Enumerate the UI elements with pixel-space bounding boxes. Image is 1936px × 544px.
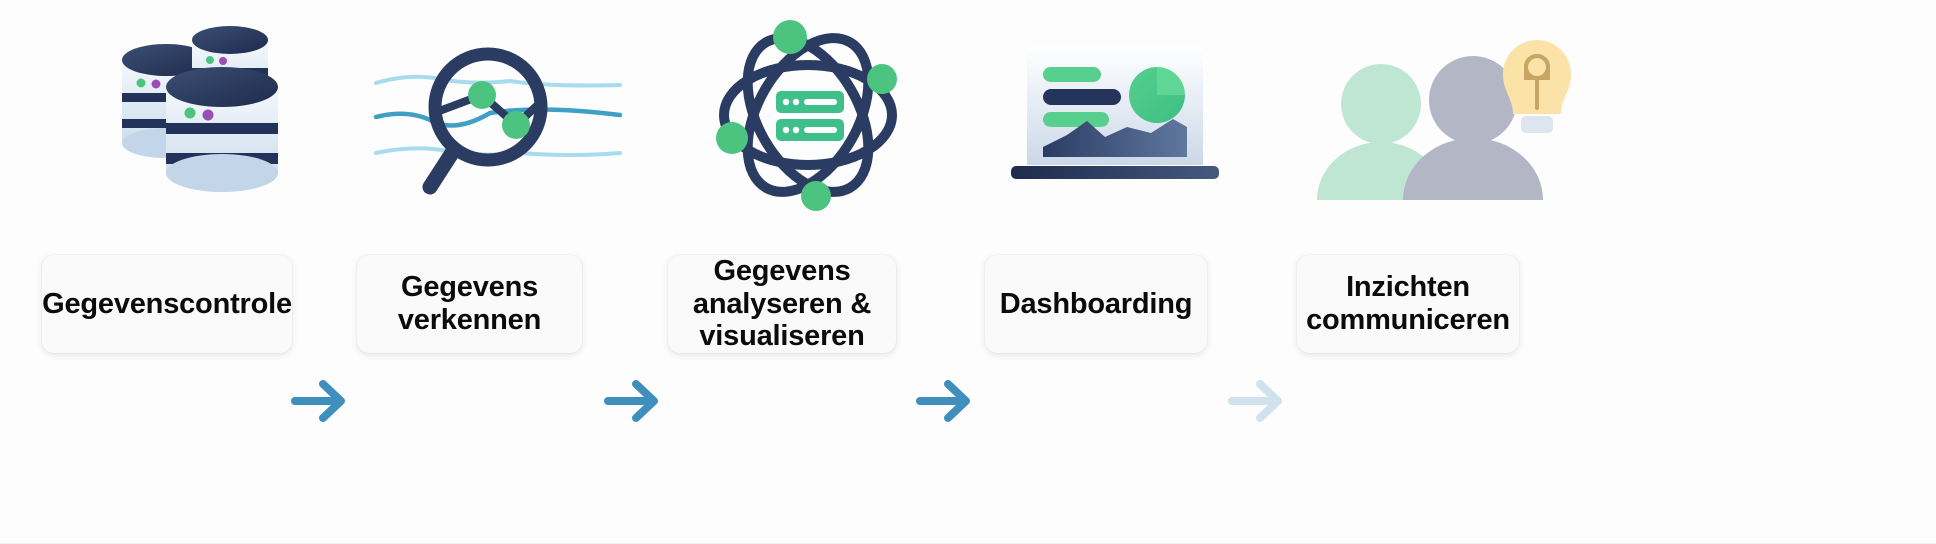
icon-slot-dashboarding (950, 0, 1280, 230)
flow-arrow-1 (285, 370, 355, 432)
icon-row (0, 0, 1936, 250)
arrow-row (0, 370, 1936, 490)
lightbulb-icon (1503, 40, 1571, 133)
atom-node-top (773, 20, 807, 54)
database-stack-icon (122, 26, 278, 192)
person-gray-icon (1403, 56, 1543, 200)
step-card-data-analysis[interactable]: Gegevens analyseren & visualiseren (668, 255, 896, 353)
step-card-data-control[interactable]: Gegevenscontrole (42, 255, 292, 353)
server-rack-core (776, 91, 844, 141)
icon-slot-data-control (30, 0, 360, 230)
step-card-data-exploration[interactable]: Gegevens verkennen (357, 255, 582, 353)
step-label-row: Gegevenscontrole Gegevens verkennen Gege… (0, 255, 1936, 375)
atom-node-right (867, 64, 897, 94)
icon-slot-data-exploration (340, 0, 670, 230)
step-card-communicate-insights[interactable]: Inzichten communiceren (1297, 255, 1519, 353)
people-lightbulb-icon (1317, 40, 1571, 200)
atom-server-icon (716, 20, 897, 211)
flow-arrow-3 (910, 370, 980, 432)
atom-node-left (716, 122, 748, 154)
laptop-dashboard-icon (1011, 47, 1219, 179)
magnifier-line-chart-icon (373, 47, 623, 195)
flow-arrow-2 (598, 370, 668, 432)
icon-slot-data-analysis (645, 0, 975, 230)
flow-arrow-4 (1222, 370, 1292, 432)
step-label-communicate-insights: Inzichten communiceren (1306, 271, 1510, 336)
step-label-data-analysis: Gegevens analyseren & visualiseren (692, 254, 872, 353)
step-label-data-exploration: Gegevens verkennen (397, 271, 542, 336)
icon-slot-communicate-insights (1270, 0, 1600, 230)
step-card-dashboarding[interactable]: Dashboarding (985, 255, 1207, 353)
step-label-dashboarding: Dashboarding (999, 287, 1193, 320)
step-label-data-control: Gegevenscontrole (42, 287, 292, 320)
atom-node-bottom (801, 181, 831, 211)
